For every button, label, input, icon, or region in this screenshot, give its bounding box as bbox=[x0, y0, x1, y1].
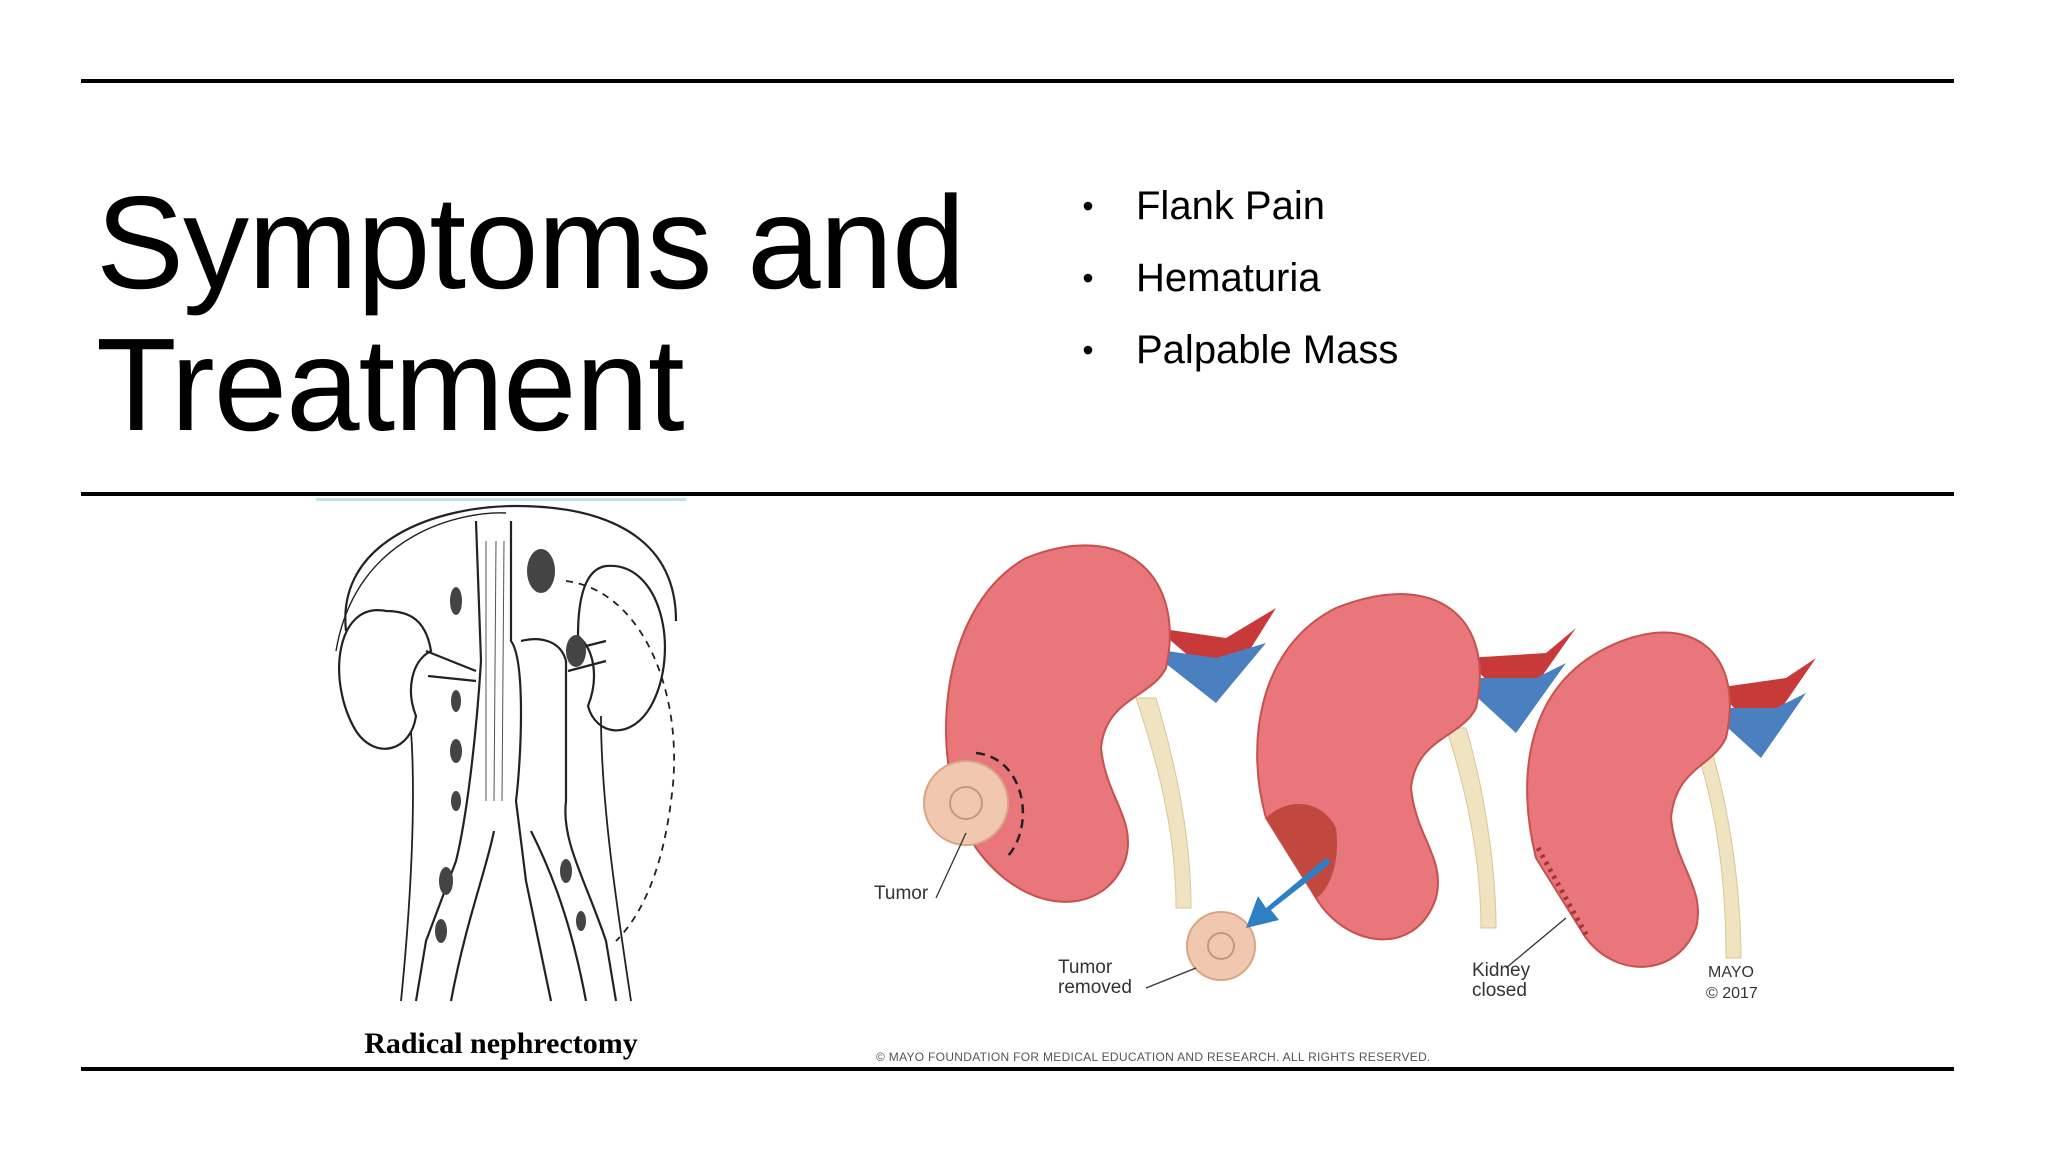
mayo-year-label: © 2017 bbox=[1706, 985, 1758, 1002]
title-line-2: Treatment bbox=[96, 311, 685, 458]
tumor-removed-label-1: Tumor bbox=[1058, 957, 1113, 978]
kidney-closed-label-2: closed bbox=[1472, 980, 1527, 1001]
bullet-icon: • bbox=[1082, 332, 1094, 368]
title-line-1: Symptoms and bbox=[96, 169, 965, 316]
symptom-list: • Flank Pain • Hematuria • Palpable Mass bbox=[1078, 178, 1398, 394]
bullet-text: Palpable Mass bbox=[1136, 328, 1399, 372]
bullet-icon: • bbox=[1082, 188, 1094, 224]
radical-nephrectomy-sketch-icon bbox=[335, 504, 678, 1002]
mayo-label: MAYO bbox=[1708, 964, 1754, 981]
tumor-removed-label-2: removed bbox=[1058, 977, 1132, 998]
top-divider bbox=[81, 79, 1954, 83]
figure-caption: Radical nephrectomy bbox=[364, 1027, 638, 1060]
tumor-label: Tumor bbox=[874, 883, 929, 904]
radical-nephrectomy-figure: Radical nephrectomy bbox=[316, 498, 686, 1071]
bullet-icon: • bbox=[1082, 260, 1094, 296]
slide-title: Symptoms and Treatment bbox=[96, 172, 1036, 456]
bottom-divider bbox=[81, 1067, 1954, 1071]
bullet-text: Hematuria bbox=[1136, 256, 1321, 300]
partial-nephrectomy-illustration-icon bbox=[923, 544, 1816, 989]
copyright-notice: © MAYO FOUNDATION FOR MEDICAL EDUCATION … bbox=[876, 1050, 1431, 1064]
list-item: • Hematuria bbox=[1078, 250, 1398, 322]
bullet-text: Flank Pain bbox=[1136, 184, 1325, 228]
middle-divider bbox=[81, 492, 1954, 496]
kidney-closed-label-1: Kidney bbox=[1472, 960, 1531, 981]
list-item: • Flank Pain bbox=[1078, 178, 1398, 250]
partial-nephrectomy-figure: Tumor Tumor removed Kidney closed MAYO ©… bbox=[866, 498, 1950, 1068]
list-item: • Palpable Mass bbox=[1078, 322, 1398, 394]
